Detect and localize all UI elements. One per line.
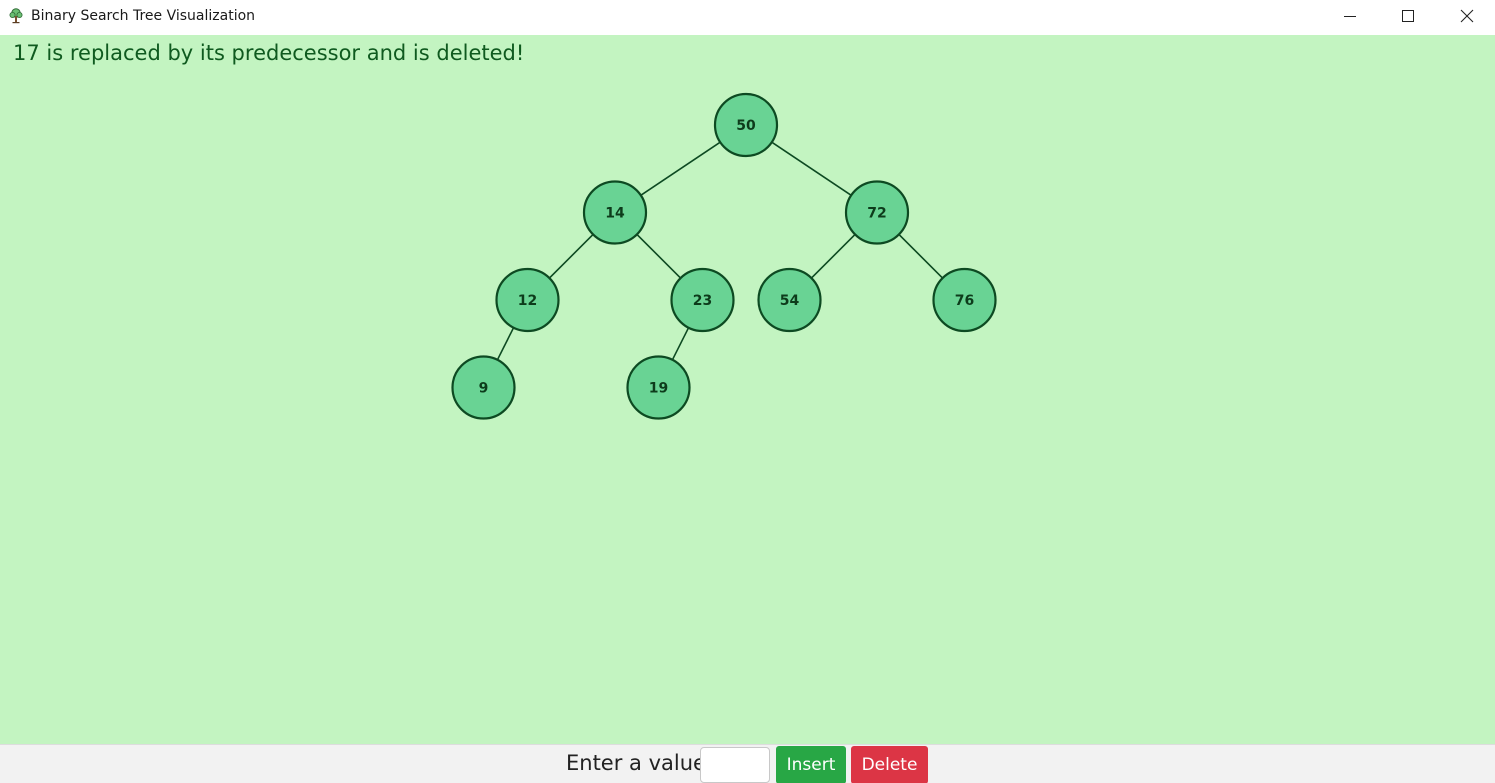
tree-node-9: 9 [451,355,516,420]
tree-node-label: 9 [479,381,489,397]
value-label: Enter a value [566,751,706,775]
tree-node-14: 14 [582,180,648,245]
tree-node-label: 14 [605,206,625,222]
tree-edge-12-9 [496,327,515,361]
minimize-button[interactable] [1321,0,1379,34]
tree-node-circle [495,267,560,333]
tree-node-54: 54 [757,267,822,333]
tree-edge-23-19 [671,327,690,361]
tree-node-circle [713,92,779,158]
tree-edge-14-12 [548,233,594,279]
tree-edge-14-23 [636,233,682,279]
tree-node-circle [626,355,691,420]
insert-button[interactable]: Insert [776,746,846,783]
tree-node-19: 19 [626,355,691,420]
tree-edge-72-54 [810,233,856,279]
tree-node-76: 76 [932,267,997,333]
tree-node-circle [582,180,648,245]
tree-edge-50-72 [771,141,852,196]
maximize-button[interactable] [1379,0,1437,34]
tree-node-label: 19 [649,381,668,397]
tree-node-label: 72 [867,206,886,222]
tree-graph: 50 14 72 12 23 54 76 9 19 [451,92,997,420]
tree-icon [9,8,23,24]
tree-node-23: 23 [670,267,735,333]
tree-node-circle [932,267,997,333]
delete-button[interactable]: Delete [851,746,928,783]
tree-node-12: 12 [495,267,560,333]
tree-node-label: 50 [736,118,756,134]
tree-node-50: 50 [713,92,779,158]
tree-node-circle [451,355,516,420]
tree-node-circle [757,267,822,333]
tree-node-circle [844,180,910,245]
status-message: 17 is replaced by its predecessor and is… [13,41,525,65]
tree-node-label: 12 [518,293,537,309]
tree-node-72: 72 [844,180,910,245]
tree-node-label: 23 [693,293,712,309]
tree-node-label: 76 [955,293,974,309]
tree-node-circle [670,267,735,333]
window-title: Binary Search Tree Visualization [31,8,256,24]
tree-edge-72-76 [898,233,944,279]
maximize-icon [1402,10,1414,22]
control-bar: Enter a value Insert Delete [0,744,1495,783]
value-input[interactable] [700,747,770,783]
tree-edge-50-14 [640,141,721,196]
close-button[interactable] [1437,0,1495,34]
tree-canvas: 17 is replaced by its predecessor and is… [0,35,1495,744]
close-icon [1460,9,1474,23]
minimize-icon [1344,16,1356,17]
title-bar: Binary Search Tree Visualization [0,0,1495,34]
tree-node-label: 54 [780,293,800,309]
